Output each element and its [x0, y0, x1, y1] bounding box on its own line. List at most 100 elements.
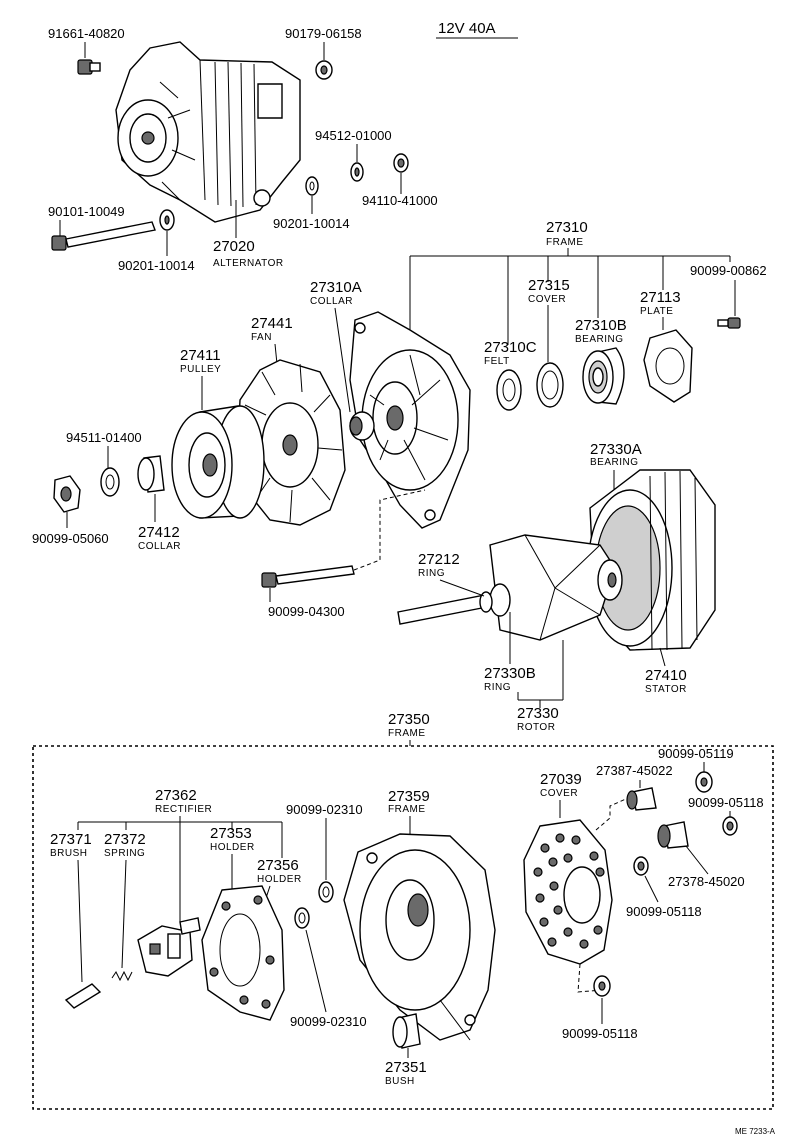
rear-frame-27359[interactable] [343, 833, 496, 1041]
nut-90179-06158[interactable] [315, 60, 333, 80]
leader-27378 [685, 845, 709, 875]
leader-27372 [121, 859, 127, 969]
name-rotor: ROTOR [517, 722, 555, 733]
label-27372: 27372 [104, 831, 146, 848]
nut-90099-05118-middle[interactable] [633, 856, 649, 876]
collar-27412[interactable] [137, 455, 165, 493]
washer-90201-10014-upper[interactable] [305, 176, 319, 196]
label-94511-01400: 94511-01400 [66, 430, 142, 445]
label-27411: 27411 [180, 347, 221, 364]
brush-holder-assembly[interactable] [137, 917, 201, 977]
dashed-guide-bolt [353, 489, 426, 571]
leader-90099-02310-lower [305, 929, 327, 1013]
plate-27113[interactable] [643, 329, 693, 403]
label-91661-40820: 91661-40820 [48, 26, 125, 41]
name-collar-27310A: COLLAR [310, 296, 353, 307]
label-90201-10014-upper: 90201-10014 [273, 216, 350, 231]
nut-94110-41000[interactable] [393, 153, 409, 173]
name-ring-27212: RING [418, 568, 445, 579]
washer-94512-01000[interactable] [350, 162, 364, 182]
label-27378-45020: 27378-45020 [668, 874, 745, 889]
label-90099-04300: 90099-04300 [268, 604, 345, 619]
label-27353: 27353 [210, 825, 252, 842]
washer-90201-10014-lower[interactable] [159, 209, 175, 231]
name-fan: FAN [251, 332, 272, 343]
pulley-27411[interactable] [171, 405, 265, 519]
label-90099-05118-lower: 90099-05118 [562, 1026, 638, 1041]
leader-bracket-27362 [77, 816, 283, 922]
leader-bracket-27310 [409, 248, 731, 345]
nut-90099-05119[interactable] [695, 771, 713, 793]
leader-bracket-27330 [517, 640, 564, 708]
label-90099-02310-upper: 90099-02310 [286, 802, 363, 817]
leader-27410 [659, 647, 666, 667]
name-bush: BUSH [385, 1076, 415, 1087]
name-frame-27359: FRAME [388, 804, 426, 815]
cover-27315[interactable] [536, 362, 564, 408]
label-27113: 27113 [640, 289, 681, 306]
label-27212: 27212 [418, 551, 460, 568]
label-27039: 27039 [540, 771, 582, 788]
spring-27372[interactable] [111, 970, 133, 982]
label-27330B: 27330B [484, 665, 536, 682]
label-27356: 27356 [257, 857, 299, 874]
alternator-assembly[interactable] [115, 41, 301, 223]
screw-90099-00862[interactable] [717, 317, 741, 329]
name-ring-27330B: RING [484, 682, 511, 693]
bolt-90101-10049[interactable] [51, 221, 156, 251]
label-90099-05119: 90099-05119 [658, 746, 734, 761]
name-frame-27310: FRAME [546, 237, 584, 248]
nut-90099-05118-lower[interactable] [593, 975, 611, 997]
label-27371: 27371 [50, 831, 92, 848]
washer-94511-01400[interactable] [100, 467, 120, 497]
washer-90099-02310-upper[interactable] [318, 881, 334, 903]
bush-27351[interactable] [392, 1013, 421, 1049]
name-collar-27412: COLLAR [138, 541, 181, 552]
terminal-27378-45020[interactable] [657, 821, 689, 849]
label-27387-45022: 27387-45022 [596, 763, 673, 778]
name-frame-27350: FRAME [388, 728, 426, 739]
group-box-27350 [32, 745, 774, 1110]
bolt-91661-40820[interactable] [77, 59, 101, 75]
dashed-guide-nut [577, 963, 603, 993]
label-90099-02310-lower: 90099-02310 [290, 1014, 367, 1029]
terminal-27387-45022[interactable] [626, 787, 657, 811]
leader-27441 [274, 343, 278, 365]
leader-27371 [77, 859, 83, 983]
collar-27310A[interactable] [349, 411, 375, 441]
bolt-90099-04300[interactable] [261, 565, 355, 588]
label-90179-06158: 90179-06158 [285, 26, 362, 41]
label-94110-41000: 94110-41000 [362, 193, 438, 208]
label-27310A: 27310A [310, 279, 362, 296]
label-90201-10014-lower: 90201-10014 [118, 258, 195, 273]
nut-90099-05060[interactable] [53, 475, 81, 513]
rotor-27330[interactable] [397, 534, 623, 641]
brush-27371[interactable] [64, 983, 102, 1009]
rectifier-holder-27353[interactable] [201, 885, 285, 1021]
label-27359: 27359 [388, 788, 430, 805]
name-cover-27039: COVER [540, 788, 578, 799]
label-27441: 27441 [251, 315, 293, 332]
label-27410: 27410 [645, 667, 687, 684]
name-bearing-27310B: BEARING [575, 334, 624, 345]
diagram-title: 12V 40A [438, 20, 496, 37]
name-rectifier: RECTIFIER [155, 804, 212, 815]
label-27362: 27362 [155, 787, 197, 804]
dashed-guide-cover [595, 797, 629, 831]
fan-27441[interactable] [237, 359, 346, 526]
nut-90099-05118-upper[interactable] [722, 816, 738, 836]
washer-90099-02310-lower[interactable] [294, 907, 310, 929]
label-27351: 27351 [385, 1059, 427, 1076]
label-27020: 27020 [213, 238, 255, 255]
felt-27310C[interactable] [496, 369, 522, 411]
label-90099-00862: 90099-00862 [690, 263, 767, 278]
rear-cover-27039[interactable] [523, 819, 613, 965]
label-27310B: 27310B [575, 317, 627, 334]
label-27412: 27412 [138, 524, 180, 541]
name-pulley: PULLEY [180, 364, 221, 375]
reference-code: ME 7233-A [735, 1127, 776, 1136]
bearing-27310B[interactable] [582, 347, 625, 405]
label-27310C: 27310C [484, 339, 537, 356]
front-frame-27310[interactable] [349, 311, 471, 529]
